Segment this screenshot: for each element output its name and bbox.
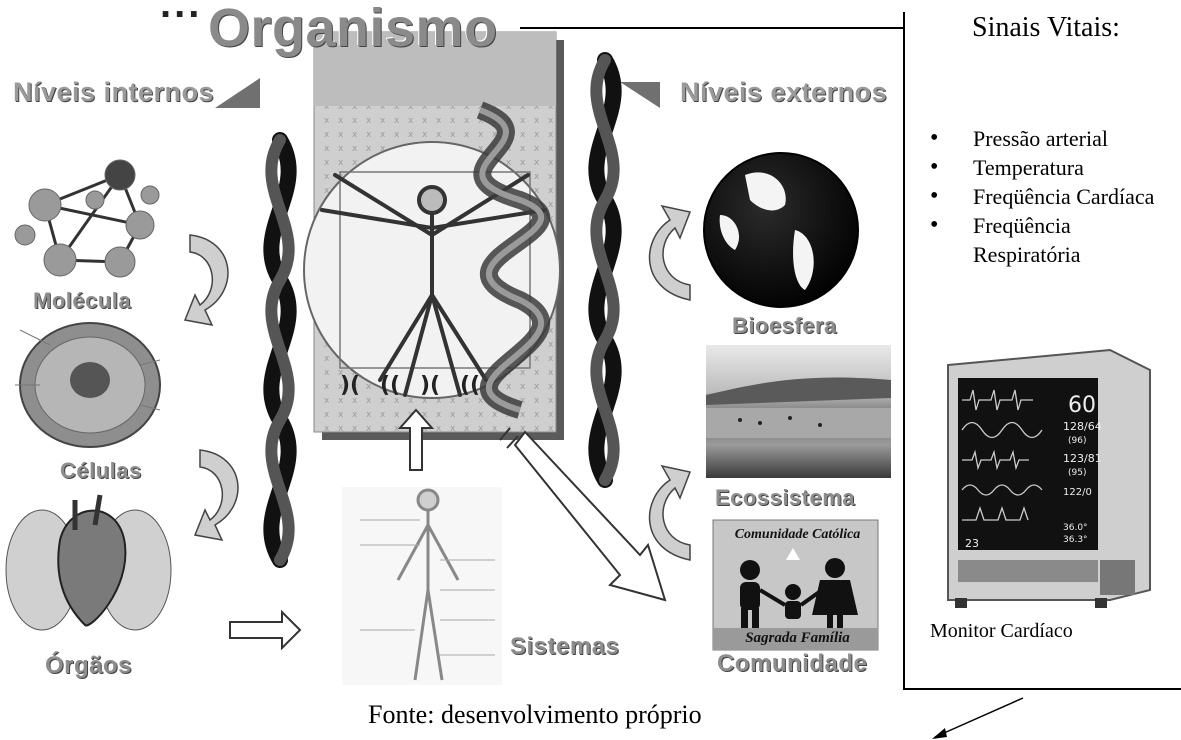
svg-text:)(: )( <box>340 373 360 398</box>
arrow-to-systems <box>230 612 300 648</box>
outer-levels-label: Níveis externos <box>680 77 887 108</box>
level-cells: Células <box>60 458 142 484</box>
nervous-system-figure <box>342 487 502 685</box>
vital-signs-title: Sinais Vitais: <box>972 12 1120 44</box>
vital-item-label: Pressão arterial <box>973 126 1108 151</box>
vital-item-label: Temperatura <box>973 155 1084 180</box>
dna-helix-right <box>596 60 613 480</box>
level-biosphere: Bioesfera <box>732 313 837 339</box>
monitor-caption: Monitor Cardíaco <box>930 620 1073 643</box>
inner-levels-label: Níveis internos <box>13 77 214 108</box>
ecosystem-photo <box>706 345 891 478</box>
triangle-right <box>620 82 660 108</box>
molecule-graphic <box>15 160 159 277</box>
vital-item-blood-pressure: Pressão arterial <box>930 124 1180 153</box>
level-ecosystem: Ecossistema <box>715 485 855 511</box>
level-systems: Sistemas <box>510 633 619 661</box>
vital-item-label: Freqüência Cardíaca <box>973 184 1154 209</box>
organism-label: Organismo <box>208 0 498 59</box>
organism-box: )( (( )( (( <box>304 32 564 440</box>
cell-graphic <box>15 323 160 447</box>
arrow-bottom-right <box>932 698 1023 739</box>
level-community: Comunidade <box>717 650 867 678</box>
svg-text:((: (( <box>460 373 480 398</box>
curved-arrows-left <box>185 235 238 540</box>
vital-item-label: Freqüência Respiratória <box>973 213 1081 267</box>
triangle-left <box>215 78 260 108</box>
level-organs: Órgãos <box>45 652 132 680</box>
vital-signs-list: Pressão arterial Temperatura Freqüência … <box>930 124 1180 269</box>
vital-item-temperature: Temperatura <box>930 153 1180 182</box>
organism-label-text: Organismo <box>208 0 498 58</box>
dna-helix-left <box>271 140 288 560</box>
vital-signs-panel <box>903 12 1181 690</box>
vital-item-heart-rate: Freqüência Cardíaca <box>930 182 1180 211</box>
svg-text:)(: )( <box>420 373 440 398</box>
community-banner-bottom: Sagrada Família <box>720 630 875 647</box>
svg-text:((: (( <box>380 373 400 398</box>
curved-arrows-right <box>650 206 690 560</box>
level-molecule: Molécula <box>33 288 131 314</box>
globe-graphic <box>704 153 858 307</box>
vital-item-respiratory-rate: Freqüência Respiratória <box>930 211 1180 269</box>
source-note: Fonte: desenvolvimento próprio <box>368 700 702 730</box>
organs-graphic <box>6 495 171 630</box>
community-banner-top: Comunidade Católica <box>720 527 875 543</box>
